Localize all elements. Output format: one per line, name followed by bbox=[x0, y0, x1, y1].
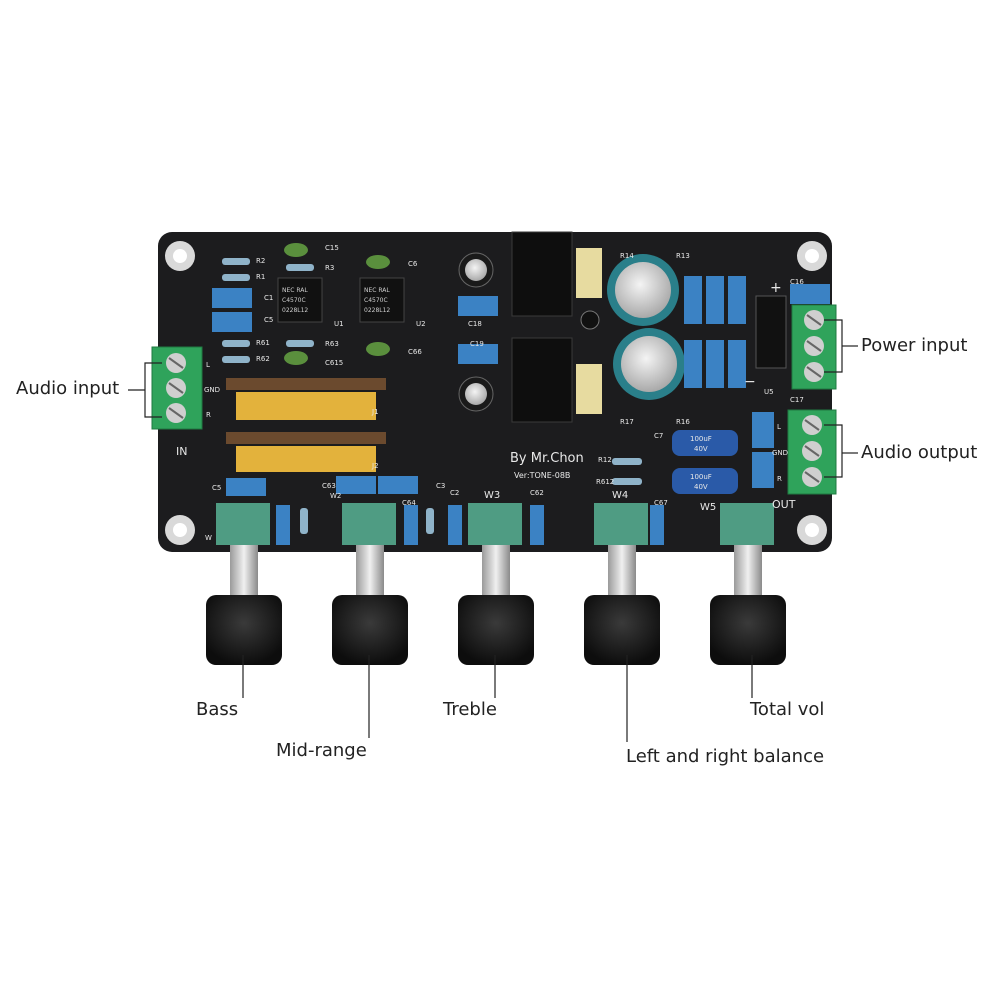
callout-total-vol: Total vol bbox=[750, 699, 825, 720]
knob-treble bbox=[458, 545, 534, 665]
ceramic-capacitors bbox=[284, 243, 390, 365]
svg-text:C62: C62 bbox=[530, 489, 544, 497]
knob-total-vol bbox=[710, 545, 786, 665]
axial-electrolytic-caps bbox=[672, 430, 738, 494]
mounting-holes bbox=[165, 241, 827, 545]
svg-text:R3: R3 bbox=[325, 264, 334, 272]
svg-text:U2: U2 bbox=[416, 320, 426, 328]
svg-text:C16: C16 bbox=[790, 278, 804, 286]
large-electrolytic-caps bbox=[607, 254, 685, 400]
svg-text:R62: R62 bbox=[256, 355, 270, 363]
svg-text:R63: R63 bbox=[325, 340, 339, 348]
plus-mark: + bbox=[770, 280, 782, 296]
svg-text:R17: R17 bbox=[620, 418, 634, 426]
board-version: Ver:TONE-08B bbox=[514, 471, 570, 480]
trimmer-pots bbox=[576, 248, 602, 414]
callout-balance: Left and right balance bbox=[626, 746, 825, 767]
input-pin-l: L bbox=[206, 361, 210, 369]
input-terminal-block bbox=[151, 346, 203, 430]
callout-lines bbox=[128, 319, 858, 742]
potentiometer-bodies bbox=[216, 503, 774, 545]
svg-text:U5: U5 bbox=[764, 388, 774, 396]
svg-text:R612: R612 bbox=[596, 478, 614, 486]
callout-audio-input: Audio input bbox=[16, 378, 120, 399]
svg-text:R12: R12 bbox=[598, 456, 612, 464]
knob-balance bbox=[584, 545, 660, 665]
output-pin-l: L bbox=[777, 423, 781, 431]
pot-label-w3: W3 bbox=[484, 490, 500, 501]
svg-text:C7: C7 bbox=[654, 432, 663, 440]
knob-mid-range bbox=[332, 545, 408, 665]
elcap1-value: 100uF bbox=[690, 435, 712, 443]
callout-audio-output: Audio output bbox=[861, 442, 978, 463]
svg-text:C67: C67 bbox=[654, 499, 668, 507]
power-terminal-block bbox=[791, 304, 837, 390]
small-electrolytic-caps bbox=[458, 252, 600, 412]
callout-mid-range: Mid-range bbox=[276, 740, 367, 761]
output-pin-gnd: GND bbox=[772, 449, 788, 457]
svg-text:C2: C2 bbox=[450, 489, 459, 497]
chip1-brand: NEC RAL bbox=[282, 287, 308, 294]
svg-text:C17: C17 bbox=[790, 396, 804, 404]
svg-text:C64: C64 bbox=[402, 499, 416, 507]
pot-label-w5: W5 bbox=[700, 502, 716, 513]
input-pin-gnd: GND bbox=[204, 386, 220, 394]
board-signature: By Mr.Chon bbox=[510, 451, 584, 466]
svg-text:R16: R16 bbox=[676, 418, 690, 426]
svg-text:C18: C18 bbox=[468, 320, 482, 328]
callout-power-input: Power input bbox=[861, 335, 968, 356]
regulator-u5 bbox=[755, 295, 787, 369]
pot-label-w1: W bbox=[205, 534, 212, 542]
svg-text:C66: C66 bbox=[408, 348, 422, 356]
elcap2-value: 100uF bbox=[690, 473, 712, 481]
input-pin-r: R bbox=[206, 411, 211, 419]
pot-label-w2: W2 bbox=[330, 492, 341, 500]
knob-bass bbox=[206, 545, 282, 665]
op-amp-chips bbox=[277, 277, 405, 323]
svg-text:R61: R61 bbox=[256, 339, 270, 347]
svg-text:C6: C6 bbox=[408, 260, 418, 268]
output-pin-r: R bbox=[777, 475, 782, 483]
elcap2-volt: 40V bbox=[694, 483, 708, 491]
minus-mark: − bbox=[744, 374, 756, 390]
resistors bbox=[222, 258, 642, 534]
svg-text:C5: C5 bbox=[212, 484, 221, 492]
chip1-part: C4570C bbox=[282, 297, 306, 304]
elcap1-volt: 40V bbox=[694, 445, 708, 453]
chip1-code: 0228L12 bbox=[282, 307, 308, 314]
knobs bbox=[206, 545, 786, 665]
pin-headers bbox=[226, 378, 386, 472]
svg-text:C3: C3 bbox=[436, 482, 445, 490]
svg-text:C1: C1 bbox=[264, 294, 273, 302]
in-label: IN bbox=[176, 445, 187, 458]
output-terminal-block bbox=[787, 409, 837, 495]
chip2-code: 0228L12 bbox=[364, 307, 390, 314]
svg-text:R1: R1 bbox=[256, 273, 265, 281]
film-capacitors bbox=[212, 276, 830, 545]
callout-treble: Treble bbox=[443, 699, 497, 720]
svg-text:J2: J2 bbox=[371, 462, 379, 470]
svg-text:R2: R2 bbox=[256, 257, 265, 265]
chip2-part: C4570C bbox=[364, 297, 388, 304]
svg-text:C19: C19 bbox=[470, 340, 484, 348]
svg-text:C15: C15 bbox=[325, 244, 339, 252]
svg-text:C5: C5 bbox=[264, 316, 273, 324]
pot-label-w4: W4 bbox=[612, 490, 628, 501]
svg-text:J1: J1 bbox=[371, 408, 379, 416]
svg-text:C615: C615 bbox=[325, 359, 343, 367]
out-label: OUT bbox=[772, 498, 796, 511]
svg-text:U1: U1 bbox=[334, 320, 344, 328]
svg-text:R14: R14 bbox=[620, 252, 634, 260]
chip2-brand: NEC RAL bbox=[364, 287, 390, 294]
svg-text:R13: R13 bbox=[676, 252, 690, 260]
heatsinks bbox=[511, 231, 573, 423]
svg-text:C63: C63 bbox=[322, 482, 336, 490]
callout-bass: Bass bbox=[196, 699, 239, 720]
